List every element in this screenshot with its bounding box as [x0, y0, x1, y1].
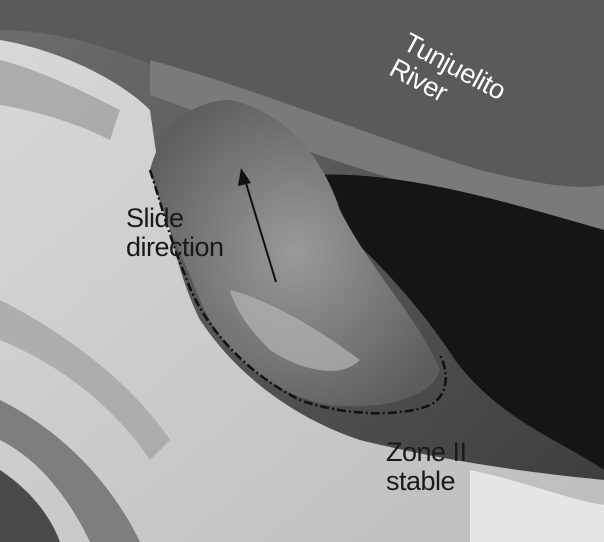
zone-label: Zone II stable — [386, 438, 467, 496]
slide-label-line: direction — [126, 232, 224, 262]
slide-direction-arrow — [244, 179, 277, 283]
zone-label-line: stable — [386, 466, 456, 496]
zone-label-line: Zone II — [386, 437, 467, 467]
slide-direction-label: Slide direction — [126, 204, 224, 262]
slide-label-line: Slide — [126, 203, 184, 233]
arrow-head-icon — [238, 168, 251, 186]
